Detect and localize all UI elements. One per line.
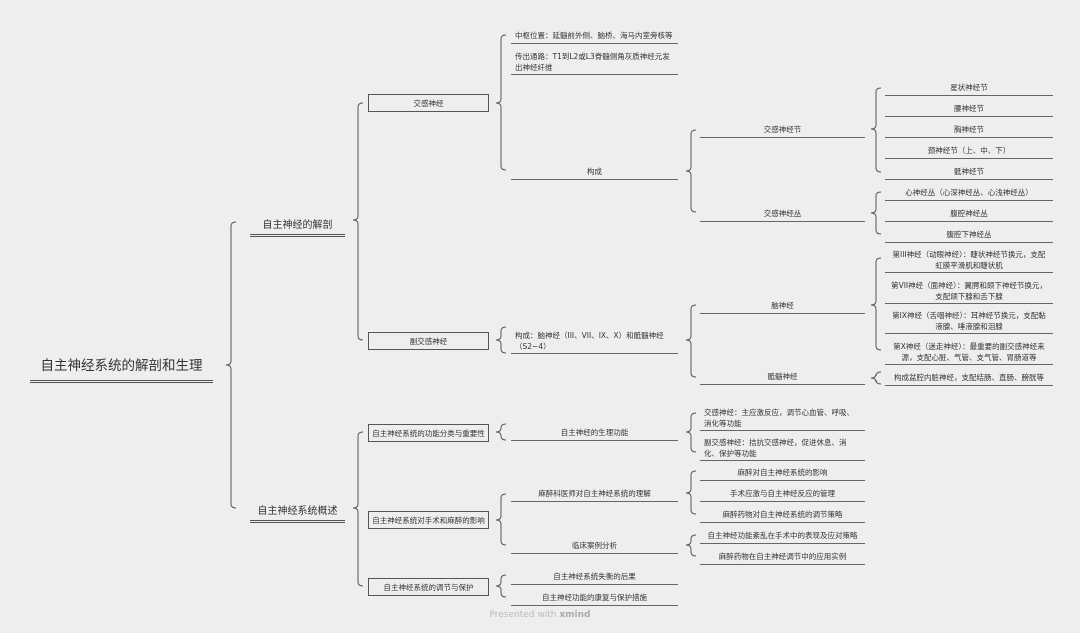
topic-regulation[interactable]: 自主神经系统的调节与保护 bbox=[368, 578, 489, 596]
brace-connector bbox=[495, 34, 507, 171]
parasympathetic-composition[interactable]: 构成：脑神经（III、VII、IX、X）和骶髓神经（S2~4） bbox=[511, 328, 678, 354]
physiology-item[interactable]: 交感神经：主应激反应，调节心血管、呼吸、消化等功能 bbox=[700, 405, 865, 431]
physiology[interactable]: 自主神经的生理功能 bbox=[511, 425, 678, 441]
footer-brand: xmind bbox=[559, 610, 591, 620]
case-item[interactable]: 麻醉药物在自主神经调节中的应用实例 bbox=[700, 549, 865, 565]
root-topic[interactable]: 自主神经系统的解剖和生理 bbox=[30, 340, 213, 383]
brace-connector bbox=[685, 129, 697, 213]
brace-connector bbox=[685, 304, 697, 378]
plexus-item[interactable]: 腹腔下神经丛 bbox=[885, 227, 1053, 243]
brace-connector bbox=[685, 412, 697, 453]
topic-parasympathetic[interactable]: 副交感神经 bbox=[368, 332, 489, 350]
brace-connector bbox=[870, 257, 882, 351]
brace-connector bbox=[495, 574, 507, 598]
topic-anatomy[interactable]: 自主神经的解剖 bbox=[250, 205, 345, 237]
cranial-item[interactable]: 第IX神经（舌咽神经）：耳神经节换元，支配黏液腺、唾液腺和泪腺 bbox=[885, 308, 1053, 334]
cranial-item[interactable]: 第VII神经（面神经）：翼腭和颌下神经节换元，支配颌下腺和舌下腺 bbox=[885, 278, 1053, 304]
understanding-item[interactable]: 麻醉对自主神经系统的影响 bbox=[700, 465, 865, 481]
plexus-item[interactable]: 腹腔神经丛 bbox=[885, 206, 1053, 222]
topic-overview[interactable]: 自主神经系统概述 bbox=[250, 493, 345, 523]
sympathetic-composition[interactable]: 构成 bbox=[511, 164, 678, 180]
brace-connector bbox=[870, 191, 882, 235]
topic-surgery[interactable]: 自主神经系统对手术和麻醉的影响 bbox=[368, 511, 489, 529]
brace-connector bbox=[870, 371, 882, 385]
ganglion-item[interactable]: 骶神经节 bbox=[885, 164, 1053, 180]
ganglion-item[interactable]: 颈神经节（上、中、下） bbox=[885, 143, 1053, 159]
ganglion-item[interactable]: 胸神经节 bbox=[885, 122, 1053, 138]
sacral-item[interactable]: 构成盆腔内脏神经，支配结肠、直肠、膀胱等 bbox=[885, 370, 1053, 386]
brace-connector bbox=[495, 326, 507, 354]
physiology-item[interactable]: 副交感神经：拮抗交感神经，促进休息、消化、保护等功能 bbox=[700, 435, 865, 461]
understanding-item[interactable]: 麻醉药物对自主神经系统的调节策略 bbox=[700, 507, 865, 523]
topic-sympathetic[interactable]: 交感神经 bbox=[368, 94, 489, 112]
footer-branding: Presented with xmind bbox=[0, 610, 1080, 620]
regulation-item[interactable]: 自主神经系统失衡的后果 bbox=[511, 569, 678, 585]
sympathetic-outflow[interactable]: 传出通路：T1到L2或L3脊髓侧角灰质神经元发出神经纤维 bbox=[511, 49, 678, 75]
sympathetic-plexus[interactable]: 交感神经丛 bbox=[700, 206, 865, 222]
ganglion-item[interactable]: 腰神经节 bbox=[885, 101, 1053, 117]
brace-connector bbox=[352, 431, 364, 587]
sympathetic-ganglia[interactable]: 交感神经节 bbox=[700, 122, 865, 138]
brace-connector bbox=[352, 102, 364, 341]
brace-connector bbox=[870, 87, 882, 173]
sacral-nerves[interactable]: 骶髓神经 bbox=[700, 369, 865, 385]
brace-connector bbox=[685, 534, 697, 557]
ganglion-item[interactable]: 星状神经节 bbox=[885, 80, 1053, 96]
brace-connector bbox=[225, 221, 237, 509]
plexus-item[interactable]: 心神经丛（心深神经丛、心浅神经丛） bbox=[885, 185, 1053, 201]
cranial-item[interactable]: 第X神经（迷走神经）：最重要的副交感神经来源，支配心脏、气管、支气管、胃肠道等 bbox=[885, 339, 1053, 365]
understanding-item[interactable]: 手术应激与自主神经反应的管理 bbox=[700, 486, 865, 502]
topic-classification[interactable]: 自主神经系统的功能分类与重要性 bbox=[368, 424, 489, 442]
brace-connector bbox=[495, 493, 507, 546]
sympathetic-center[interactable]: 中枢位置：延髓前外侧、脑桥、海马内室旁核等 bbox=[511, 28, 678, 44]
cranial-nerves[interactable]: 脑神经 bbox=[700, 298, 865, 314]
brace-connector bbox=[685, 470, 697, 515]
understanding[interactable]: 麻醉科医师对自主神经系统的理解 bbox=[511, 486, 678, 502]
case-analysis[interactable]: 临床案例分析 bbox=[511, 538, 678, 554]
footer-prefix: Presented with bbox=[489, 610, 557, 620]
regulation-item[interactable]: 自主神经功能的康复与保护措施 bbox=[511, 590, 678, 606]
cranial-item[interactable]: 第III神经（动眼神经）：睫状神经节换元，支配虹膜平滑肌和睫状肌 bbox=[885, 247, 1053, 273]
case-item[interactable]: 自主神经功能紊乱在手术中的表现及应对策略 bbox=[700, 528, 865, 544]
brace-connector bbox=[495, 423, 507, 441]
